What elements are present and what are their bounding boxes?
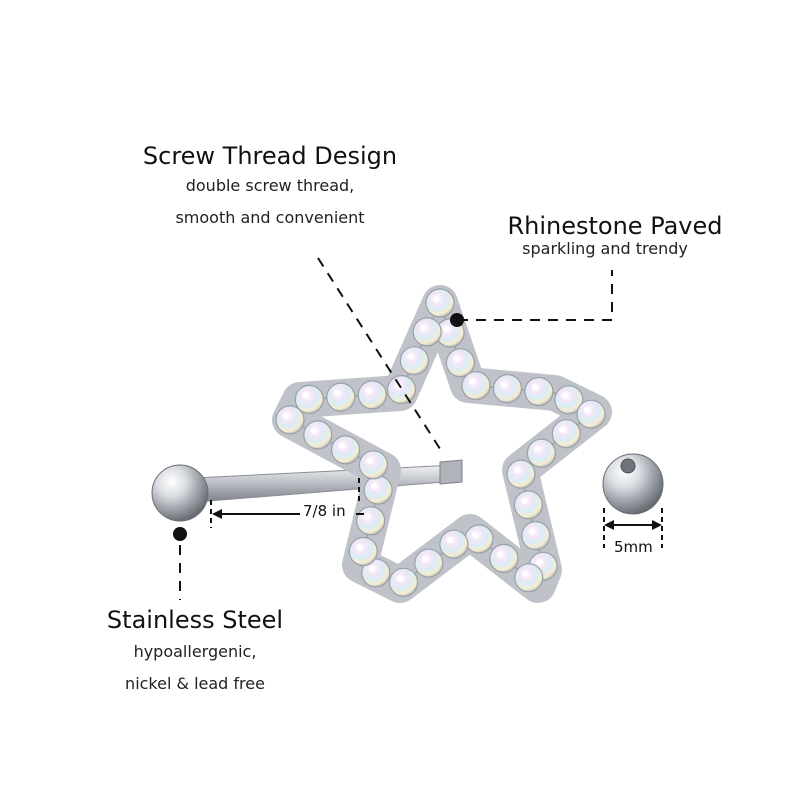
gem-highlight — [453, 355, 460, 362]
gem-highlight — [514, 467, 520, 474]
stainless-steel-title: Stainless Steel — [106, 606, 284, 634]
gem-highlight — [338, 442, 345, 449]
gem-highlight — [396, 575, 403, 582]
screw-thread-title: Screw Thread Design — [142, 142, 398, 170]
rhinestone-gem — [356, 506, 386, 536]
rhinestone-dot — [450, 313, 464, 327]
rhinestone-gem — [576, 399, 606, 429]
rhinestone-gem — [326, 382, 356, 412]
gem-highlight — [283, 412, 289, 419]
ball-size-label: 5mm — [614, 538, 653, 556]
rhinestone-gem — [386, 375, 417, 405]
rhinestone-gem — [492, 374, 523, 404]
gem-highlight — [534, 446, 541, 453]
gem-highlight — [302, 392, 309, 399]
gem-highlight — [420, 324, 427, 331]
gem-highlight — [469, 378, 475, 385]
rhinestone-gem — [425, 288, 455, 318]
rhinestone-gem — [513, 490, 544, 520]
stainless-steel-line1: hypoallergenic, — [133, 642, 257, 661]
ball-size-dimension — [603, 508, 663, 548]
gem-highlight — [561, 392, 568, 399]
gem-highlight — [356, 544, 363, 551]
gem-highlight — [433, 296, 439, 302]
rhinestone-gem — [414, 548, 444, 578]
bar-length-label: 7/8 in — [303, 502, 346, 520]
rhinestone-line1: sparkling and trendy — [522, 239, 688, 258]
gem-highlight — [366, 457, 373, 464]
callout-lines — [179, 257, 613, 600]
rhinestone-gem — [358, 450, 388, 480]
rhinestone-title: Rhinestone Paved — [507, 212, 723, 240]
gem-highlight — [521, 497, 528, 504]
rhinestone-gem — [294, 384, 324, 414]
rhinestone-gem — [275, 405, 305, 435]
gem-highlight — [363, 513, 370, 520]
gem-highlight — [446, 537, 453, 544]
rhinestone-gem — [357, 380, 387, 410]
rhinestone-gem — [526, 438, 557, 468]
screw-thread-line2: smooth and convenient — [175, 208, 365, 227]
screw-thread-line1: double screw thread, — [185, 176, 355, 195]
gem-highlight — [531, 384, 538, 391]
gem-highlight — [559, 426, 566, 433]
spare-ball-icon — [602, 453, 664, 515]
gem-highlight — [472, 532, 478, 538]
bar-length-dimension — [210, 478, 364, 528]
rhinestone-gem — [506, 459, 536, 489]
rhinestone-gem — [445, 348, 475, 378]
gem-highlight — [333, 390, 340, 397]
gem-highlight — [407, 353, 414, 360]
rhinestone-gem — [331, 435, 361, 465]
rhinestone-gem — [399, 346, 429, 376]
gem-highlight — [528, 528, 535, 535]
steel-dot — [173, 527, 187, 541]
rhinestone-gem — [514, 563, 544, 593]
gem-highlight — [365, 387, 372, 394]
rhinestone-gem — [464, 524, 494, 554]
gem-highlight — [443, 325, 450, 332]
rhinestone-gem — [521, 520, 551, 551]
gem-highlight — [536, 559, 543, 566]
rhinestone-gem — [524, 376, 554, 407]
rhinestone-gem — [412, 317, 442, 347]
stainless-steel-line2: nickel & lead free — [125, 674, 265, 693]
gem-highlight — [500, 381, 507, 388]
rhinestone-gem — [348, 536, 378, 567]
rhinestone-gem — [461, 371, 491, 401]
rhinestone-gem — [439, 529, 469, 559]
gem-highlight — [521, 570, 528, 577]
rhinestone-gem — [554, 385, 584, 415]
star-shield-icon — [272, 285, 612, 603]
rhinestone-gem — [363, 475, 393, 505]
gem-highlight — [584, 407, 591, 414]
rhinestone-gem — [303, 420, 333, 450]
gem-highlight — [310, 427, 317, 434]
gem-highlight — [421, 556, 428, 563]
rhinestone-gem — [389, 567, 419, 597]
rhinestone-gem — [489, 543, 519, 574]
gem-highlight — [371, 483, 378, 490]
gem-highlight — [496, 551, 503, 558]
rhinestone-gem — [551, 419, 581, 449]
gem-highlight — [368, 565, 375, 572]
